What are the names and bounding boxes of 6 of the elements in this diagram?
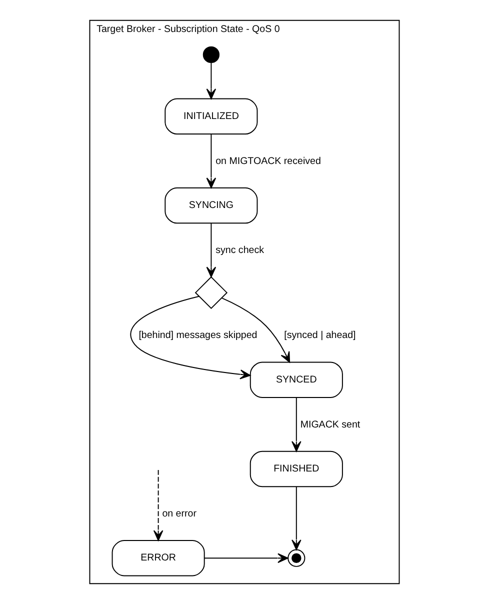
edge-label: MIGACK sent (300, 419, 360, 430)
edge-label: on MIGTOACK received (216, 156, 321, 167)
edge-label: [behind] messages skipped (138, 330, 258, 342)
edge-label: on error (162, 508, 196, 520)
edge-label: [synced | ahead] (284, 330, 356, 342)
edge-label: sync check (216, 245, 264, 256)
